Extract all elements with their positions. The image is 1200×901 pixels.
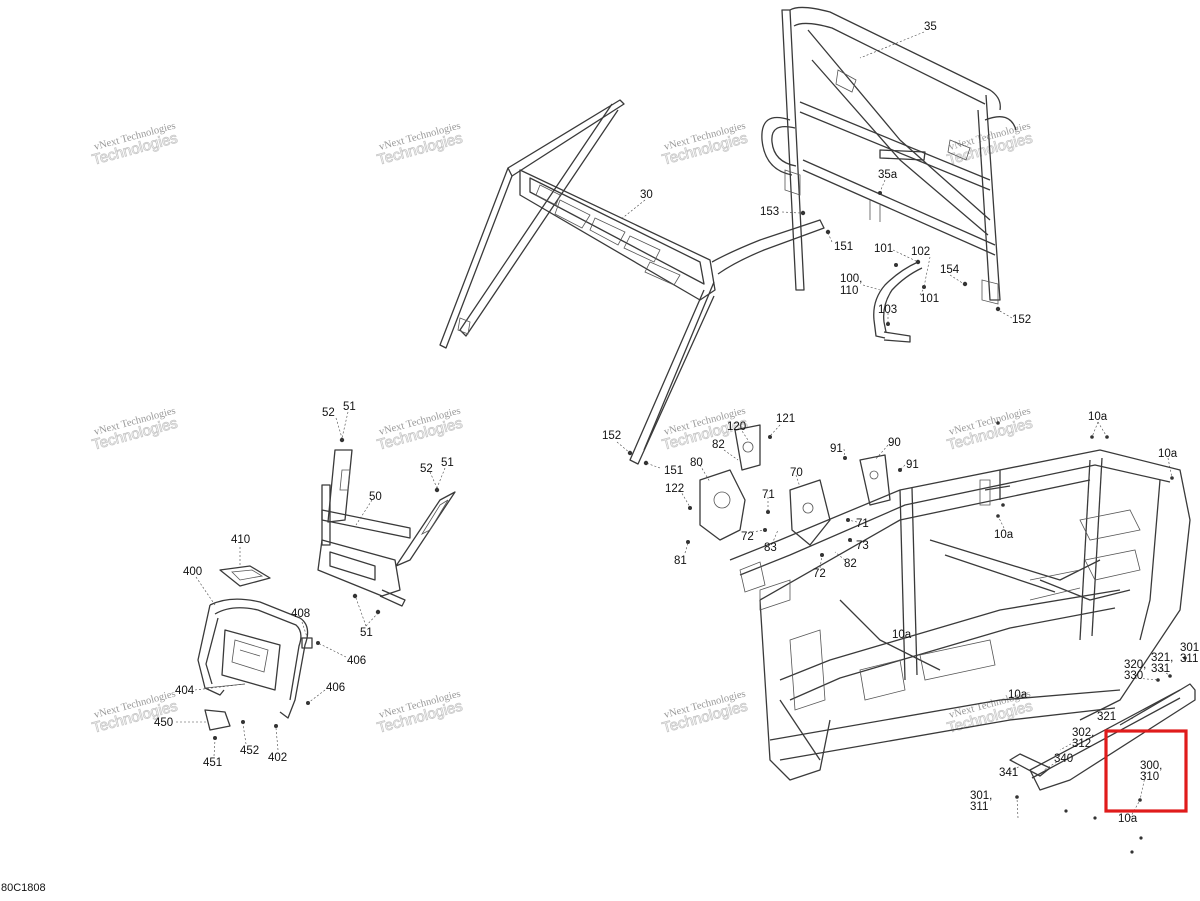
- part-label: 100,: [840, 273, 862, 285]
- part-label: 51: [360, 627, 373, 639]
- part-label: 70: [790, 467, 803, 479]
- part-label: 80: [690, 457, 703, 469]
- part-label: 311: [970, 801, 988, 813]
- part-label: 51: [343, 401, 356, 413]
- watermark: vNext Technologies Technologies: [90, 689, 180, 738]
- grab-handle-part-100: [873, 259, 926, 343]
- part-label: 402: [268, 752, 287, 764]
- part-label: 310: [1140, 771, 1159, 783]
- rocker-panel-part-300: [1009, 656, 1196, 854]
- main-chassis-frame: [729, 421, 1191, 781]
- mounting-brackets-part-80: [627, 424, 902, 557]
- part-label: 101: [920, 293, 939, 305]
- part-label: 406: [326, 682, 345, 694]
- front-bumper-part-400: [197, 565, 320, 740]
- watermark: vNext Technologies Technologies: [375, 406, 465, 455]
- part-label: 341: [999, 767, 1018, 779]
- part-label: 102: [911, 246, 930, 258]
- part-label: 10a: [1008, 689, 1028, 701]
- part-label: 151: [664, 465, 683, 477]
- part-label: 90: [888, 437, 901, 449]
- part-label: 451: [203, 757, 222, 769]
- part-label: 52: [420, 463, 433, 475]
- leader-lines: [176, 31, 1187, 819]
- roof-frame-part-30: [439, 99, 825, 465]
- part-label: 450: [154, 717, 173, 729]
- part-number-labels: 35 35a 30 153 151 101 102 154 100, 110 1…: [154, 21, 1200, 825]
- part-label: 300,: [1140, 760, 1162, 772]
- part-label: 152: [1012, 314, 1031, 326]
- part-label: 452: [240, 745, 259, 757]
- watermark: vNext Technologies Technologies: [90, 406, 180, 455]
- part-label: 121: [776, 413, 795, 425]
- part-label: 120: [727, 421, 746, 433]
- part-label: 83: [764, 542, 777, 554]
- part-label: 154: [940, 264, 960, 276]
- watermark: vNext Technologies Technologies: [375, 689, 465, 738]
- highlight-box: [1104, 729, 1188, 813]
- part-label: 35: [924, 21, 937, 33]
- watermark: vNext Technologies Technologies: [660, 689, 750, 738]
- part-label: 82: [844, 558, 857, 570]
- watermark: vNext Technologies Technologies: [945, 406, 1035, 455]
- watermarks: vNext Technologies Technologies vNext Te…: [90, 121, 1035, 738]
- part-label: 10a: [1158, 448, 1178, 460]
- fasteners: [800, 191, 1001, 312]
- part-label: 311: [1180, 653, 1198, 665]
- part-label: 410: [231, 534, 250, 546]
- diagram-reference-code: 80C1808: [1, 882, 46, 894]
- part-label: 400: [183, 566, 202, 578]
- part-label: 101: [874, 243, 893, 255]
- part-label: 312: [1072, 738, 1091, 750]
- part-label: 302,: [1072, 727, 1094, 739]
- part-label: 301,: [970, 790, 992, 802]
- part-label: 331: [1151, 663, 1170, 675]
- part-label: 153: [760, 206, 779, 218]
- watermark: vNext Technologies Technologies: [90, 121, 180, 170]
- part-label: 10a: [994, 529, 1014, 541]
- part-label: 110: [840, 285, 858, 297]
- part-label: 408: [291, 608, 310, 620]
- part-label: 151: [834, 241, 853, 253]
- part-label: 152: [602, 430, 621, 442]
- part-label: 51: [441, 457, 454, 469]
- part-label: 404: [175, 685, 195, 697]
- part-label: 320,: [1124, 659, 1146, 671]
- part-label: 10a: [1118, 813, 1138, 825]
- part-label: 50: [369, 491, 382, 503]
- part-label: 30: [640, 189, 653, 201]
- part-label: 81: [674, 555, 687, 567]
- part-label: 91: [906, 459, 919, 471]
- watermark: vNext Technologies Technologies: [375, 121, 465, 170]
- part-label: 72: [813, 568, 826, 580]
- part-label: 406: [347, 655, 366, 667]
- part-label: 10a: [892, 629, 912, 641]
- part-label: 122: [665, 483, 684, 495]
- bumper-support-part-50: [317, 437, 456, 615]
- watermark: vNext Technologies Technologies: [660, 121, 750, 170]
- part-label: 82: [712, 439, 725, 451]
- part-label: 321,: [1151, 652, 1173, 664]
- part-label: 73: [856, 540, 869, 552]
- part-label: 91: [830, 443, 843, 455]
- part-label: 71: [762, 489, 775, 501]
- part-label: 71: [856, 518, 869, 530]
- part-label: 321: [1097, 711, 1116, 723]
- part-label: 330: [1124, 670, 1143, 682]
- part-label: 103: [878, 304, 897, 316]
- part-label: 52: [322, 407, 335, 419]
- part-label: 10a: [1088, 411, 1108, 423]
- part-label: 72: [741, 531, 754, 543]
- part-label: 35a: [878, 169, 898, 181]
- part-label: 301,: [1180, 642, 1200, 654]
- part-label: 340: [1054, 753, 1073, 765]
- rear-roll-bar-part-35: [761, 6, 1017, 305]
